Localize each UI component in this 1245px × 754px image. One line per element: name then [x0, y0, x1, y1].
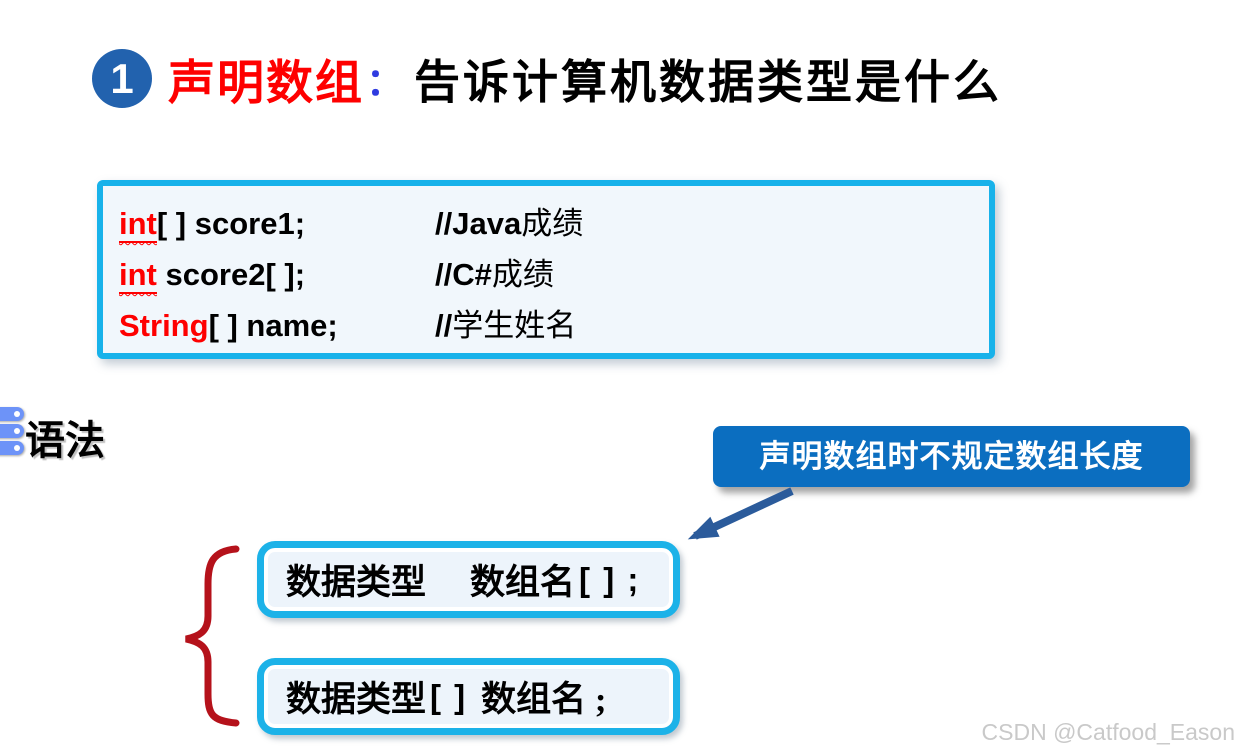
syntax-name-label: 数组名 ;: [481, 680, 607, 719]
code-text: [ ] score1;: [156, 206, 306, 241]
code-keyword: String: [119, 308, 209, 343]
code-line: int score2[ ]; //C#成绩: [119, 249, 989, 300]
list-bars-icon: [0, 407, 24, 458]
syntax-box-2: 数据类型 [ ] 数组名 ;: [257, 658, 680, 735]
syntax-brackets: [ ]: [430, 677, 468, 715]
list-bar: [0, 407, 24, 421]
title-keyword: 声明数组: [168, 56, 364, 109]
syntax-type-label: 数据类型: [286, 680, 427, 719]
list-bar: [0, 441, 24, 455]
code-text: [ ] name;: [208, 308, 338, 343]
code-line: String[ ] name; //学生姓名: [119, 300, 989, 351]
code-keyword: int: [119, 257, 157, 294]
code-keyword: int: [119, 206, 157, 243]
code-text: score2[ ];: [156, 257, 306, 292]
title-text: 告诉计算机数据类型是什么: [414, 55, 1003, 108]
page-title: 1 声明数组 ： 告诉计算机数据类型是什么: [92, 44, 1002, 113]
title-colon: ：: [366, 62, 405, 104]
step-number: 1: [110, 54, 134, 102]
callout-note: 声明数组时不规定数组长度: [713, 426, 1190, 487]
syntax-box-1: 数据类型 数组名 [ ] ;: [257, 541, 680, 618]
list-bar: [0, 424, 24, 438]
syntax-name-label: 数组名: [470, 563, 576, 602]
code-statement: String[ ] name;: [119, 308, 435, 344]
syntax-section-label: 语法: [25, 419, 105, 463]
left-curly-brace: [185, 545, 240, 727]
code-example-box: int[ ] score1; //Java成绩 int score2[ ]; /…: [97, 180, 995, 359]
code-comment: //C#成绩: [435, 257, 554, 292]
code-comment: //学生姓名: [435, 308, 577, 343]
syntax-brackets: [ ] ;: [579, 560, 641, 598]
syntax-type-label: 数据类型: [286, 563, 427, 602]
code-line: int[ ] score1; //Java成绩: [119, 198, 989, 249]
code-comment: //Java成绩: [435, 206, 584, 241]
arrow-down-left-icon: [687, 487, 794, 540]
watermark: CSDN @Catfood_Eason: [981, 719, 1235, 745]
step-number-badge: 1: [92, 49, 152, 108]
code-statement: int[ ] score1;: [119, 206, 435, 243]
code-statement: int score2[ ];: [119, 257, 435, 294]
